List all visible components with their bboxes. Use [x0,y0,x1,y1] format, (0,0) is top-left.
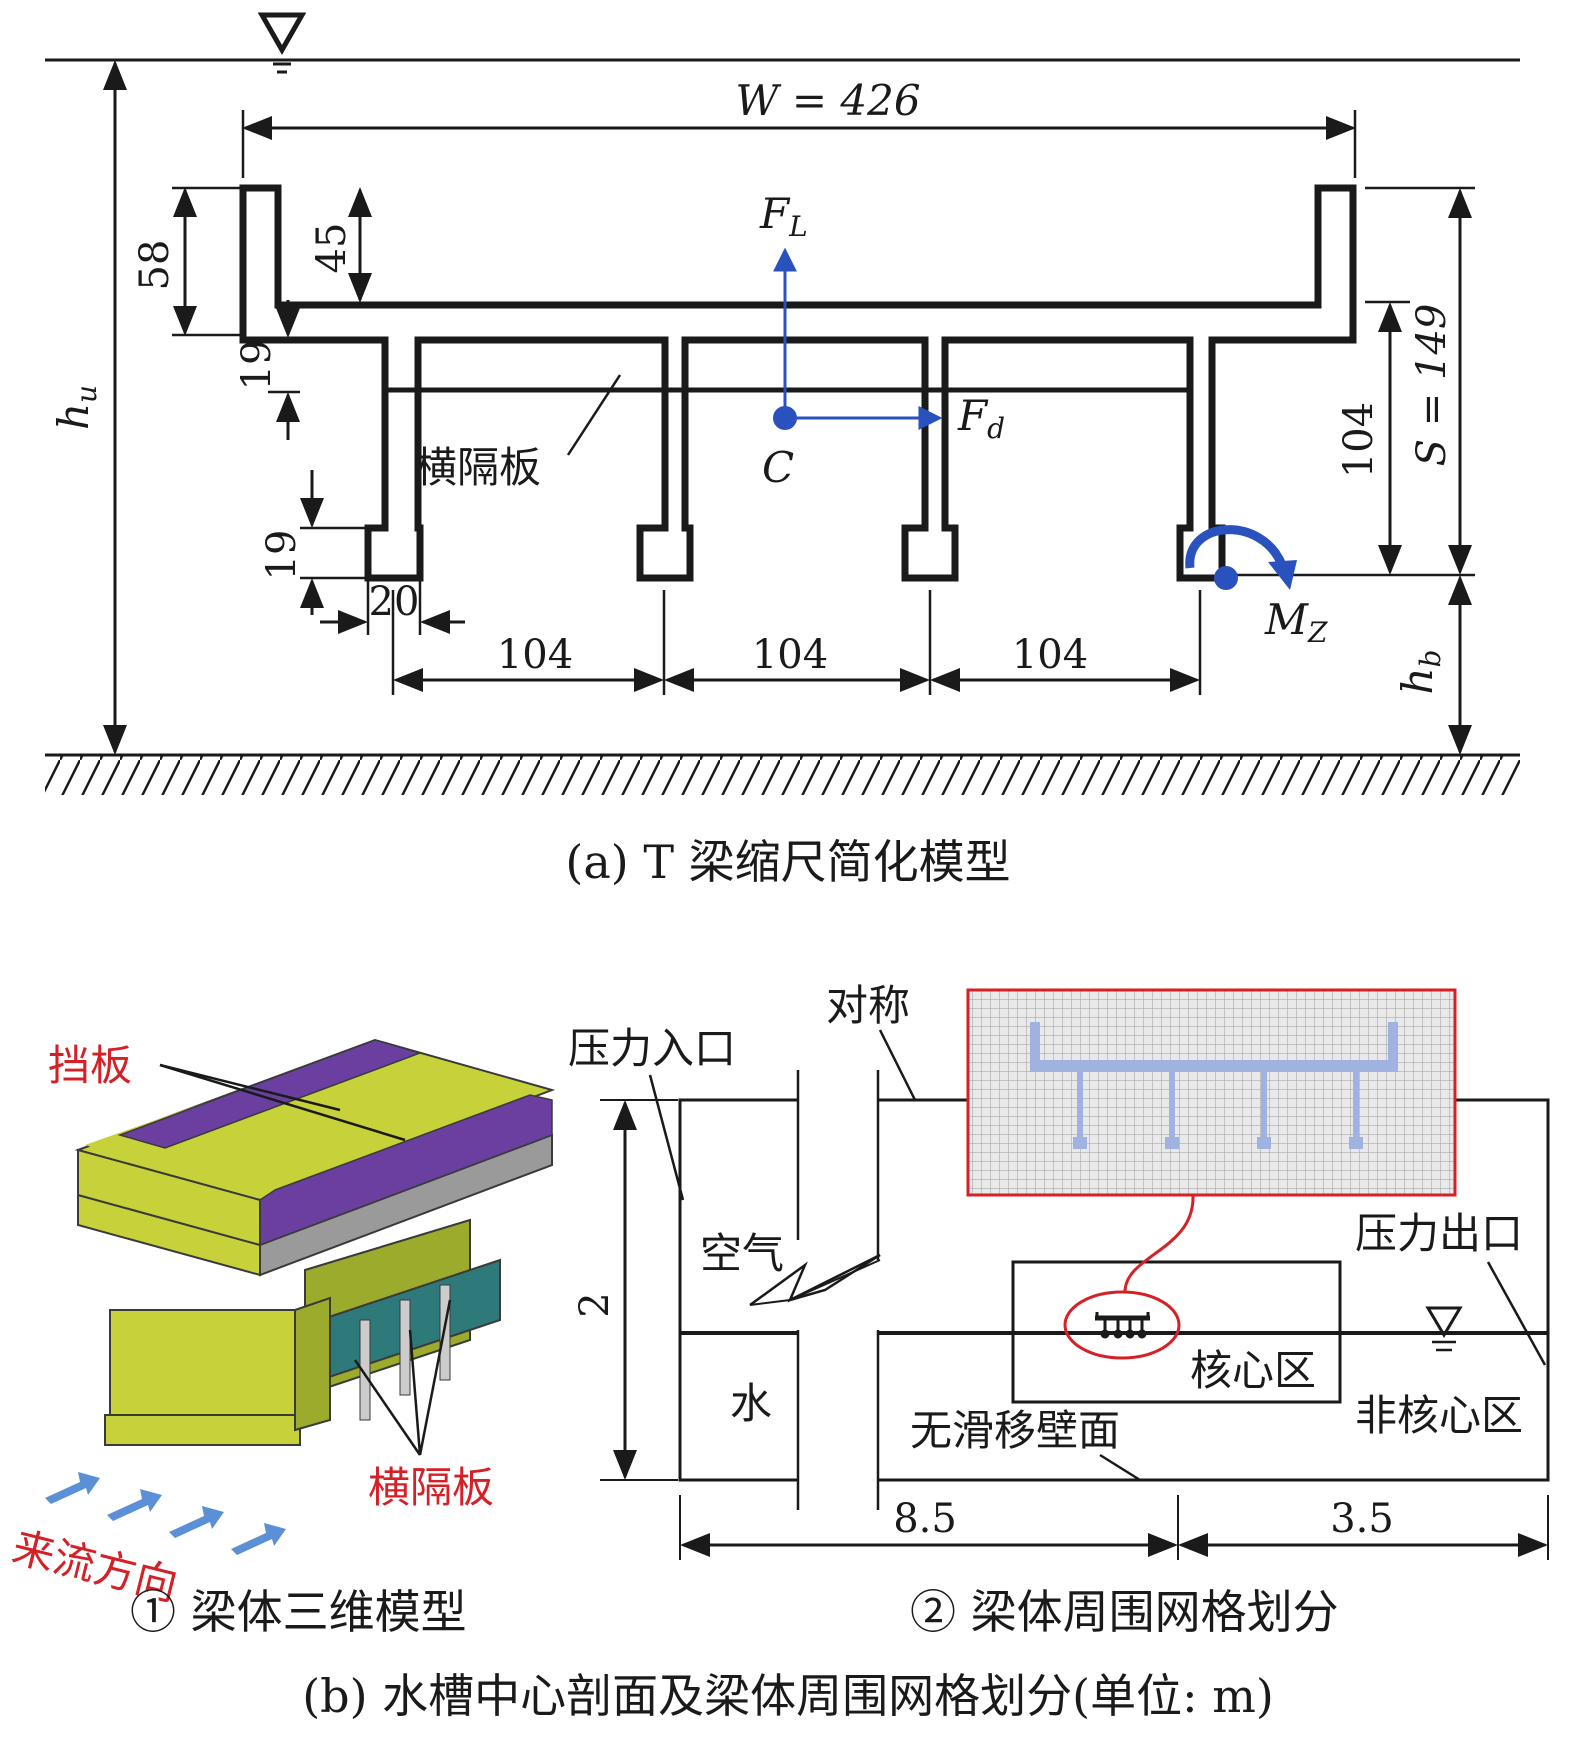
mini-beam-icon [1095,1312,1150,1339]
figure-a: hu W = 426 横隔板 58 45 19 19 [45,12,1520,889]
flume-section: 压力入口 对称 空气 水 核心区 压力出口 非核心区 无滑移壁面 2 8.5 3… [568,981,1550,1560]
height-label: 2 [572,1292,618,1317]
sub1-caption: ① 梁体三维模型 [130,1585,467,1639]
mesh-inset [966,988,1457,1197]
water-level-icon [257,12,307,74]
spacing-label-2: 104 [752,632,828,678]
dim-45-label: 45 [309,223,355,274]
length-label-2: 3.5 [1330,1496,1394,1542]
beam-highlight-ellipse [1063,1290,1181,1360]
noncore-label: 非核心区 [1355,1391,1523,1440]
hb-label: hb [1393,650,1447,695]
sub2-caption: ② 梁体周围网格划分 [910,1585,1339,1639]
air-label: 空气 [700,1229,784,1278]
baffle-label: 挡板 [48,1041,132,1090]
diaphragm-label-b: 横隔板 [368,1463,494,1512]
centroid-point [773,406,797,430]
core-zone [1011,1260,1342,1404]
dim-19-bottom-label: 19 [259,530,305,581]
width-label: W = 426 [735,76,920,125]
hu-label: hu [49,385,103,430]
core-label: 核心区 [1190,1346,1316,1395]
FL-label: FL [759,189,808,243]
moment-point [1214,566,1238,590]
spacing-label-1: 104 [497,632,573,678]
dim-58-label: 58 [132,240,178,291]
ground [45,753,1520,795]
flow-direction-arrows [45,1472,286,1555]
caption-b: (b) 水槽中心剖面及梁体周围网格划分(单位: m) [302,1669,1274,1723]
MZ-label: MZ [1264,595,1328,649]
water-label: 水 [730,1379,772,1428]
symmetry-label: 对称 [826,981,910,1030]
dim-19-top-label: 19 [234,340,280,391]
S-label: S = 149 [1409,304,1455,467]
t-beam-section [239,184,1357,582]
moment-arrow [1185,525,1287,569]
dim-104-right-label: 104 [1336,402,1382,478]
diaphragm-label-a: 横隔板 [415,443,541,492]
water-level-icon-b [1425,1306,1463,1352]
wall-label: 无滑移壁面 [910,1406,1120,1455]
C-label: C [762,443,794,492]
spacing-label-3: 104 [1012,632,1088,678]
beam-3d-model: 挡板 横隔板 来流方向 [8,1038,556,1610]
outlet-label: 压力出口 [1355,1209,1523,1258]
length-label-1: 8.5 [893,1496,957,1542]
Fd-label: Fd [957,391,1005,445]
inlet-label: 压力入口 [568,1024,736,1073]
caption-a: (a) T 梁缩尺简化模型 [565,835,1010,889]
